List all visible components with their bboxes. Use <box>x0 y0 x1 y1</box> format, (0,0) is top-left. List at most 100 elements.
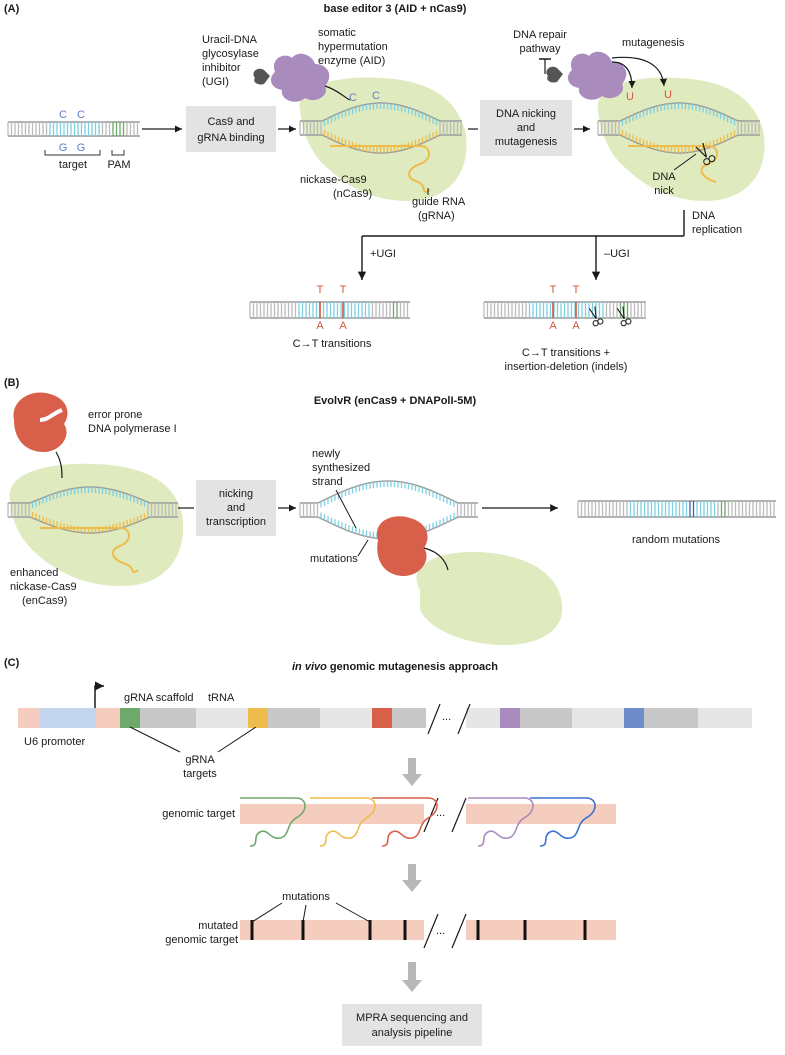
mut-arrow-2 <box>611 56 667 87</box>
out2-a2: A <box>572 320 580 332</box>
grna-1 <box>330 145 431 193</box>
outcome-minus-line1: C→T transitions + <box>522 347 610 359</box>
mutation-mark <box>250 920 254 940</box>
nick-line2: nick <box>654 185 674 197</box>
mut-pointer-2 <box>302 904 307 923</box>
new-strand-line1: newly <box>312 448 341 460</box>
out1-t1: T <box>317 284 324 296</box>
mut-pointer-3 <box>335 902 371 923</box>
genomic-segment <box>466 804 616 824</box>
bound-grna <box>240 797 306 847</box>
mut-arrow-1 <box>611 61 636 89</box>
grna-b1 <box>40 527 139 574</box>
ncas9-line1: nickase-Cas9 <box>300 174 367 186</box>
dna-outcome-minus <box>483 301 646 319</box>
down-arrow-3 <box>402 962 422 992</box>
step-nicking-box <box>480 100 572 156</box>
mutation-mark <box>301 920 305 940</box>
step-transcription-box <box>196 480 276 536</box>
array-segment <box>500 708 520 728</box>
step-b-line2: and <box>227 502 245 514</box>
array-segment <box>698 708 752 728</box>
bubble1-c1: C <box>349 92 357 104</box>
break-mark <box>457 703 471 735</box>
dna-outcome-plus <box>249 301 410 319</box>
break-mark <box>423 913 439 949</box>
random-mutations-label: random mutations <box>632 534 721 546</box>
step-b-line1: nicking <box>219 488 253 500</box>
mpra-line2: analysis pipeline <box>372 1027 453 1039</box>
ugi-line1: Uracil-DNA <box>202 34 258 46</box>
array-segment <box>18 708 40 728</box>
mutation-mark <box>523 920 527 940</box>
break-mark <box>423 797 439 833</box>
encas9-line1: enhanced <box>10 567 58 579</box>
step-cas9-binding-box <box>186 106 276 152</box>
array-segment <box>96 708 120 728</box>
title-italic: in vivo <box>292 661 327 673</box>
polymerase-blob <box>13 392 68 452</box>
array-segment <box>372 708 392 728</box>
mutations-label-c: mutations <box>282 891 330 903</box>
step-cas9-line1: Cas9 and <box>207 116 254 128</box>
ncas9-blob-2 <box>597 77 765 201</box>
aid-line1: somatic <box>318 27 356 39</box>
polymerase-linker-2 <box>423 547 449 571</box>
new-strand-line2: synthesized <box>312 462 370 474</box>
aid-line2: hypermutation <box>318 41 388 53</box>
mpra-box <box>342 1004 482 1046</box>
array-segment <box>120 708 140 728</box>
genomic-segment <box>240 920 424 940</box>
plus-ugi-label: +UGI <box>370 248 396 260</box>
mutated-line1: mutated <box>198 920 238 932</box>
grna-line2: (gRNA) <box>418 210 455 222</box>
dna-backbone <box>8 516 178 534</box>
uracil-1: U <box>626 91 634 103</box>
new-strand-line3: strand <box>312 476 343 488</box>
dna-backbone <box>300 480 478 504</box>
targets-line1: gRNA <box>185 754 215 766</box>
pol-line2: DNA polymerase I <box>88 423 177 435</box>
break-mark <box>451 797 467 833</box>
aid-linker-1 <box>324 85 351 101</box>
mutation-mark <box>583 920 587 940</box>
uracil-2: U <box>664 89 672 101</box>
array-segment <box>520 708 572 728</box>
ugi-line3: inhibitor <box>202 62 241 74</box>
aid-enzyme-1 <box>270 53 330 102</box>
step-nick-line2: and <box>517 122 535 134</box>
scissors-icon <box>616 306 632 327</box>
dna-backbone <box>8 486 178 504</box>
mutated-genomic-target <box>240 913 616 949</box>
step-nick-line3: mutagenesis <box>495 136 558 148</box>
step-nick-line1: DNA nicking <box>496 108 556 120</box>
array-segment <box>320 708 372 728</box>
out1-a1: A <box>316 320 324 332</box>
array-segment <box>392 708 426 728</box>
encas9-line3: (enCas9) <box>22 595 67 607</box>
array-segment <box>644 708 698 728</box>
genomic-target-label: genomic target <box>162 808 235 820</box>
aid-line3: enzyme (AID) <box>318 55 385 67</box>
genomic-target-with-grnas <box>240 797 616 847</box>
aid-enzyme-2 <box>567 51 627 100</box>
panel-b-label: (B) <box>4 377 20 389</box>
outcome-plus-label: C→T transitions <box>293 338 372 350</box>
array-segment <box>40 708 96 728</box>
title-rest: genomic mutagenesis approach <box>327 661 498 673</box>
array-segment <box>140 708 196 728</box>
pam-label: PAM <box>107 159 130 171</box>
repair-line2: pathway <box>520 43 561 55</box>
out1-t2: T <box>340 284 347 296</box>
nick-line1: DNA <box>652 171 676 183</box>
ugi-protein-1 <box>253 68 270 85</box>
pol-line1: error prone <box>88 409 142 421</box>
bound-grna <box>310 797 376 847</box>
base-c-2: C <box>77 109 85 121</box>
target-pointer-1 <box>129 726 181 753</box>
genomic-segment <box>240 804 424 824</box>
array-segment <box>572 708 624 728</box>
mpra-line1: MPRA sequencing and <box>356 1012 468 1024</box>
array-segment <box>196 708 248 728</box>
outcome-minus-line2: insertion-deletion (indels) <box>505 361 628 373</box>
